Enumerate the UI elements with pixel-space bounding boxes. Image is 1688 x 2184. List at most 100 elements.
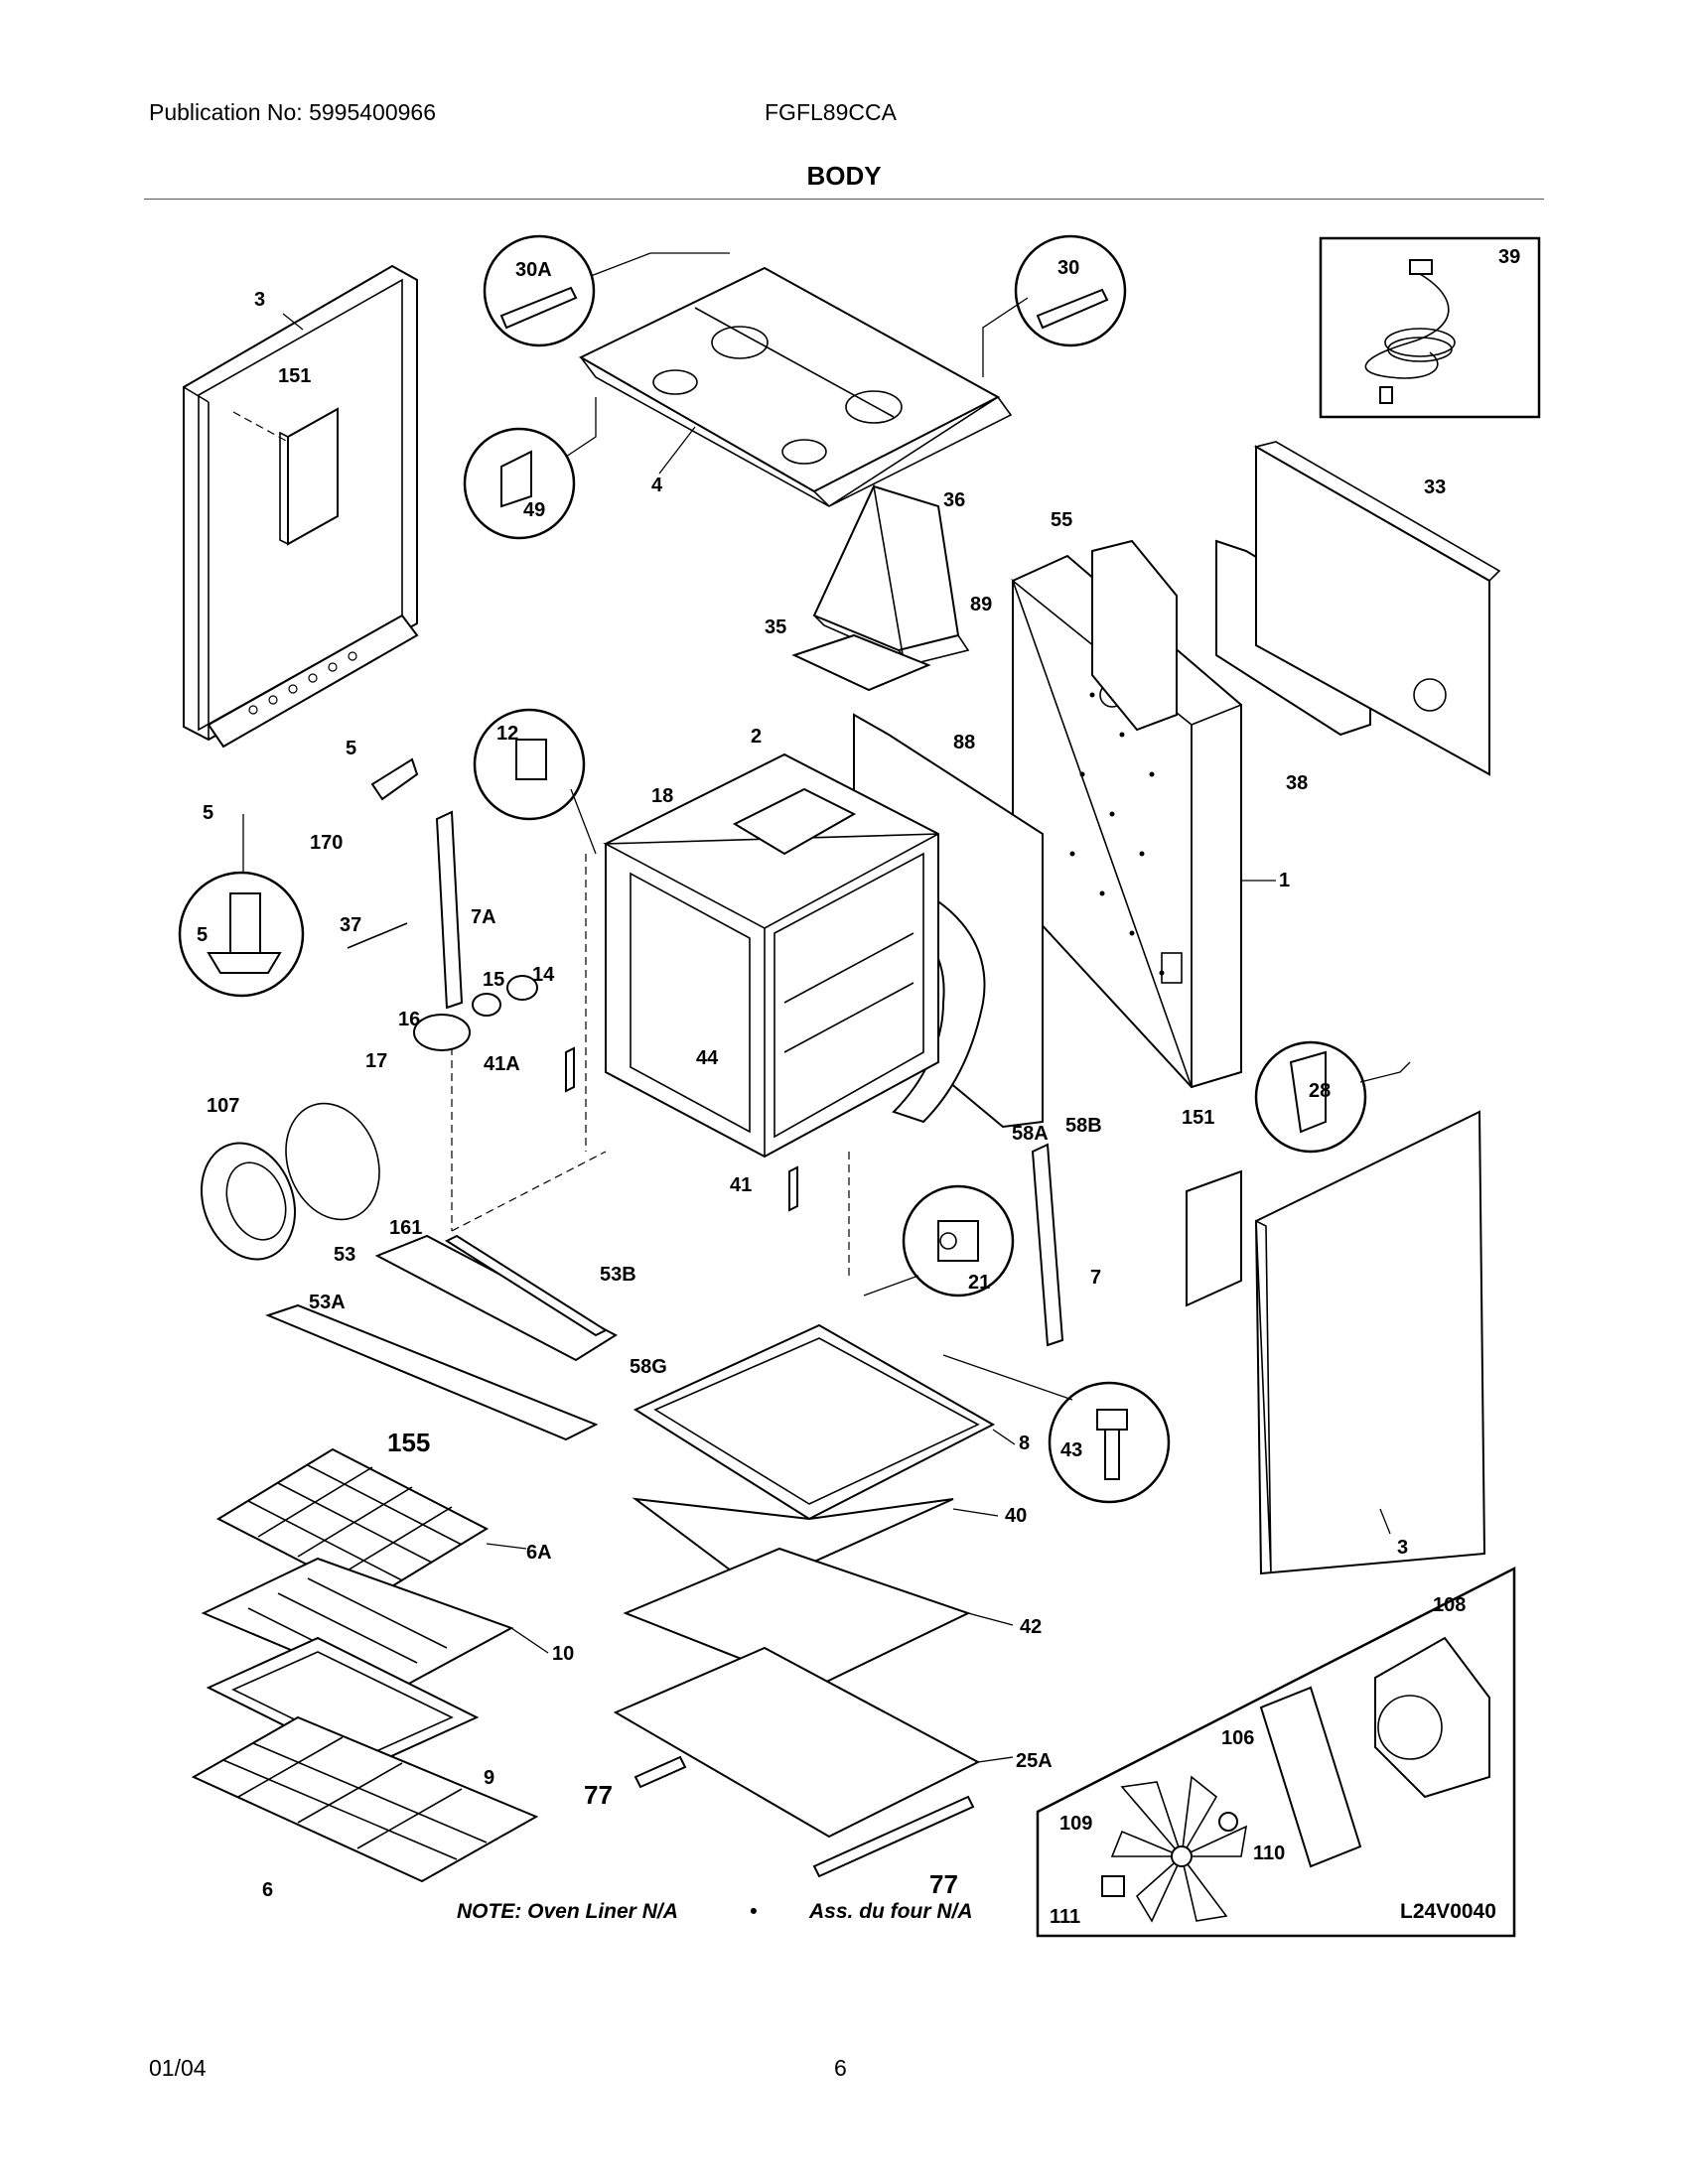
note-bullet: • xyxy=(750,1900,757,1923)
light-bulb-16 xyxy=(413,975,538,1051)
callout-49 xyxy=(463,427,576,540)
bracket-151-right xyxy=(1186,1169,1242,1307)
rack-6 xyxy=(191,1715,539,1883)
label-6: 6 xyxy=(262,1879,273,1901)
label-58G: 58G xyxy=(630,1356,667,1378)
label-5-c: 5 xyxy=(197,924,208,946)
label-41: 41 xyxy=(730,1174,752,1196)
panel-55 xyxy=(1091,539,1178,732)
label-41A: 41A xyxy=(484,1053,520,1075)
label-30A: 30A xyxy=(515,259,552,281)
callout-28 xyxy=(1254,1040,1367,1154)
footer-date: 01/04 xyxy=(149,2055,207,2081)
callout-5 xyxy=(178,871,305,998)
label-109: 109 xyxy=(1059,1813,1092,1835)
model-number: FGFL89CCA xyxy=(765,99,897,125)
label-3-left: 3 xyxy=(254,289,265,311)
runner-77-right xyxy=(812,1795,975,1878)
wire-37 xyxy=(347,922,408,949)
label-1: 1 xyxy=(1279,870,1290,891)
label-110: 110 xyxy=(1253,1843,1285,1864)
label-89: 89 xyxy=(970,594,992,615)
label-77-b: 77 xyxy=(929,1869,958,1899)
label-44: 44 xyxy=(696,1047,719,1069)
kick-panel-vent xyxy=(265,1303,599,1441)
bottom-plate-40 xyxy=(632,1497,954,1590)
callout-21 xyxy=(902,1184,1015,1297)
label-8: 8 xyxy=(1019,1433,1030,1454)
oven-bottom-8 xyxy=(633,1323,996,1521)
label-36: 36 xyxy=(943,489,965,511)
label-88: 88 xyxy=(953,732,975,753)
kick-panel-53 xyxy=(374,1234,619,1362)
label-2: 2 xyxy=(751,726,762,748)
page-number: 6 xyxy=(834,2055,847,2081)
label-25A: 25A xyxy=(1016,1750,1053,1772)
label-40: 40 xyxy=(1005,1505,1027,1527)
rear-panel-33 xyxy=(1253,441,1501,776)
bracket-170 xyxy=(370,757,419,801)
fan-motor-108 xyxy=(1374,1636,1490,1799)
nut-111 xyxy=(1101,1875,1125,1897)
label-39: 39 xyxy=(1498,246,1520,268)
frame-25A xyxy=(613,1646,981,1839)
label-111: 111 xyxy=(1050,1906,1080,1928)
label-53B: 53B xyxy=(600,1264,636,1286)
label-53: 53 xyxy=(334,1244,355,1266)
note-english: NOTE: Oven Liner N/A xyxy=(457,1900,678,1923)
callout-30A xyxy=(483,234,596,347)
callout-30 xyxy=(1014,234,1127,347)
label-28: 28 xyxy=(1309,1080,1331,1102)
label-33: 33 xyxy=(1424,477,1446,498)
side-panel-right xyxy=(1254,1110,1486,1575)
label-42: 42 xyxy=(1020,1616,1042,1638)
label-12: 12 xyxy=(496,723,518,745)
label-5-b: 5 xyxy=(203,802,213,824)
plate-18 xyxy=(732,787,857,856)
label-6A: 6A xyxy=(526,1542,552,1564)
label-108: 108 xyxy=(1433,1594,1466,1616)
callout-12 xyxy=(473,708,586,821)
label-17: 17 xyxy=(365,1050,387,1072)
label-35: 35 xyxy=(765,616,786,638)
label-7: 7 xyxy=(1090,1267,1101,1289)
label-38: 38 xyxy=(1286,772,1308,794)
label-58A: 58A xyxy=(1012,1123,1049,1145)
note-french: Ass. du four N/A xyxy=(808,1900,973,1923)
label-161: 161 xyxy=(389,1217,422,1239)
label-16: 16 xyxy=(398,1009,420,1030)
label-14: 14 xyxy=(532,964,555,986)
label-55: 55 xyxy=(1051,509,1072,531)
diagram-code: L24V0040 xyxy=(1400,1900,1496,1923)
page-title: BODY xyxy=(806,161,882,191)
label-151-left: 151 xyxy=(278,365,311,387)
label-58B: 58B xyxy=(1065,1115,1102,1137)
light-cover-107 xyxy=(200,1142,297,1261)
publication-number: Publication No: 5995400966 xyxy=(149,99,437,125)
label-43: 43 xyxy=(1060,1439,1082,1461)
label-3-right: 3 xyxy=(1397,1537,1408,1559)
oven-cavity xyxy=(602,752,939,1159)
label-77-a: 77 xyxy=(584,1780,613,1810)
label-49: 49 xyxy=(523,499,545,521)
label-30: 30 xyxy=(1057,257,1079,279)
hinge-7 xyxy=(1031,1143,1064,1347)
label-10: 10 xyxy=(552,1643,574,1665)
label-9: 9 xyxy=(484,1767,494,1789)
power-cord-39 xyxy=(1364,259,1456,404)
label-53A: 53A xyxy=(309,1292,346,1313)
label-106: 106 xyxy=(1221,1727,1254,1749)
label-7A: 7A xyxy=(471,906,496,928)
label-37: 37 xyxy=(340,914,361,936)
runner-77-left xyxy=(633,1755,687,1789)
label-155: 155 xyxy=(387,1428,430,1457)
callout-43 xyxy=(1048,1381,1171,1504)
label-170: 170 xyxy=(310,832,343,854)
cooktop-support xyxy=(578,266,1013,507)
plate-35 xyxy=(791,633,931,692)
label-5-a: 5 xyxy=(346,738,356,759)
clip-41A xyxy=(565,1046,575,1093)
body-exploded-diagram: 30A 30 39 3 151 4 49 36 55 33 89 35 88 3… xyxy=(178,234,1541,1938)
washer-110 xyxy=(1218,1812,1238,1832)
header-rule xyxy=(144,199,1544,200)
